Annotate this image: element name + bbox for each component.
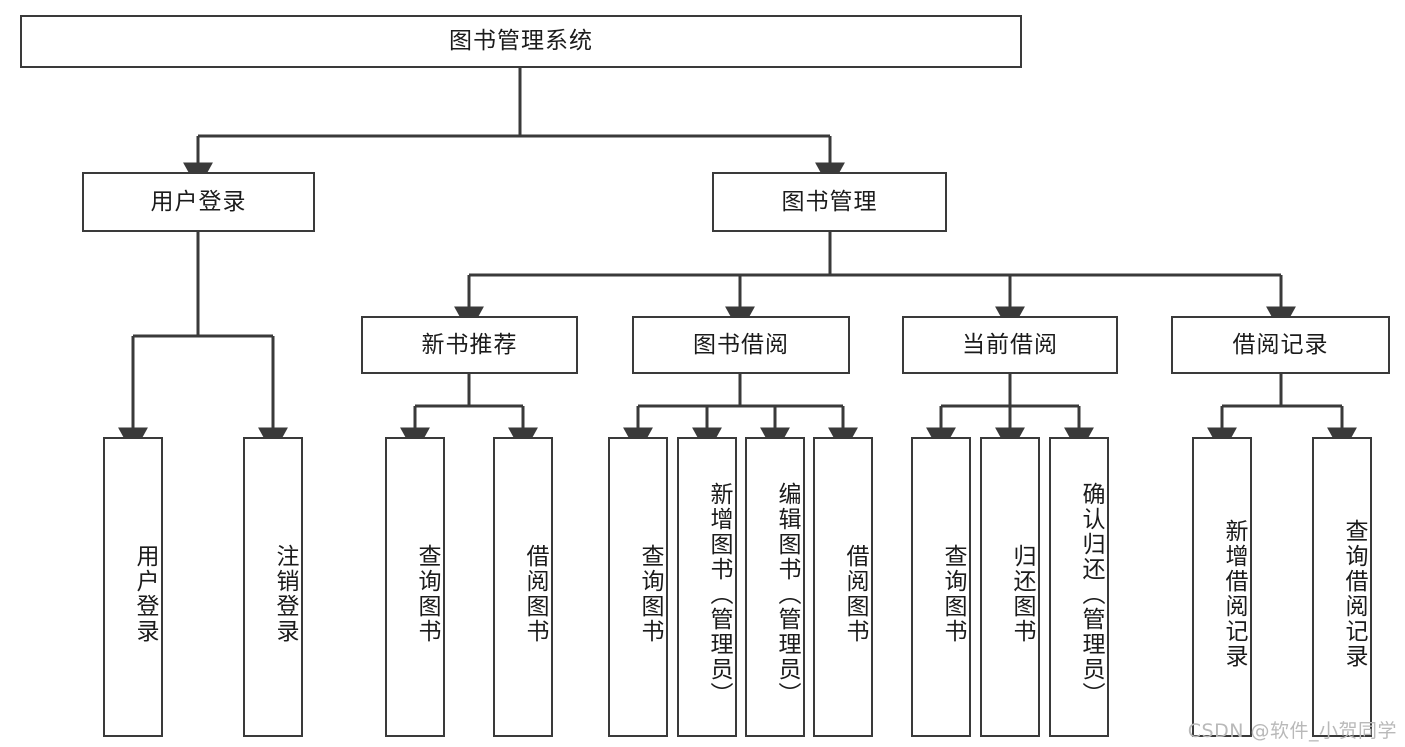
node-new-book-recommend-label: 新书推荐 <box>421 331 518 358</box>
node-leaf-add-book[interactable]: 新增图书（管理员） <box>677 437 737 737</box>
node-leaf-borrow-book-1-label: 借阅图书 <box>522 544 548 644</box>
node-leaf-query-record[interactable]: 查询借阅记录 <box>1312 437 1372 737</box>
node-leaf-query-book-2-label: 查询图书 <box>637 544 663 644</box>
node-leaf-return-book-label: 归还图书 <box>1009 544 1035 644</box>
node-leaf-borrow-book-2[interactable]: 借阅图书 <box>813 437 873 737</box>
node-book-manage-label: 图书管理 <box>781 188 878 215</box>
node-leaf-borrow-book-2-label: 借阅图书 <box>842 544 868 644</box>
node-leaf-edit-book[interactable]: 编辑图书（管理员） <box>745 437 805 737</box>
node-leaf-user-login-label: 用户登录 <box>132 544 158 644</box>
node-leaf-confirm-return-label: 确认归还（管理员） <box>1078 481 1104 707</box>
node-leaf-user-login[interactable]: 用户登录 <box>103 437 163 737</box>
node-leaf-query-book-3-label: 查询图书 <box>940 544 966 644</box>
node-current-borrow[interactable]: 当前借阅 <box>902 316 1118 374</box>
node-leaf-query-book-2[interactable]: 查询图书 <box>608 437 668 737</box>
node-leaf-query-book-1[interactable]: 查询图书 <box>385 437 445 737</box>
node-borrow-record[interactable]: 借阅记录 <box>1171 316 1390 374</box>
node-leaf-borrow-book-1[interactable]: 借阅图书 <box>493 437 553 737</box>
node-leaf-query-book-1-label: 查询图书 <box>414 544 440 644</box>
node-root-label: 图书管理系统 <box>449 28 593 55</box>
node-leaf-add-book-label: 新增图书（管理员） <box>706 481 732 707</box>
node-leaf-query-record-label: 查询借阅记录 <box>1341 519 1367 669</box>
node-user-login[interactable]: 用户登录 <box>82 172 315 232</box>
node-leaf-confirm-return[interactable]: 确认归还（管理员） <box>1049 437 1109 737</box>
csdn-watermark: CSDN @软件_小贺同学 <box>1187 720 1397 742</box>
node-root[interactable]: 图书管理系统 <box>20 15 1022 68</box>
node-book-borrow[interactable]: 图书借阅 <box>632 316 850 374</box>
node-leaf-query-book-3[interactable]: 查询图书 <box>911 437 971 737</box>
node-leaf-add-record[interactable]: 新增借阅记录 <box>1192 437 1252 737</box>
node-leaf-return-book[interactable]: 归还图书 <box>980 437 1040 737</box>
node-leaf-logout-label: 注销登录 <box>272 544 298 644</box>
node-leaf-edit-book-label: 编辑图书（管理员） <box>774 481 800 707</box>
node-borrow-record-label: 借阅记录 <box>1232 331 1329 358</box>
node-leaf-add-record-label: 新增借阅记录 <box>1221 519 1247 669</box>
node-user-login-label: 用户登录 <box>150 188 247 215</box>
node-current-borrow-label: 当前借阅 <box>962 331 1058 358</box>
node-leaf-logout[interactable]: 注销登录 <box>243 437 303 737</box>
node-book-manage[interactable]: 图书管理 <box>712 172 947 232</box>
node-new-book-recommend[interactable]: 新书推荐 <box>361 316 578 374</box>
node-book-borrow-label: 图书借阅 <box>693 331 789 358</box>
